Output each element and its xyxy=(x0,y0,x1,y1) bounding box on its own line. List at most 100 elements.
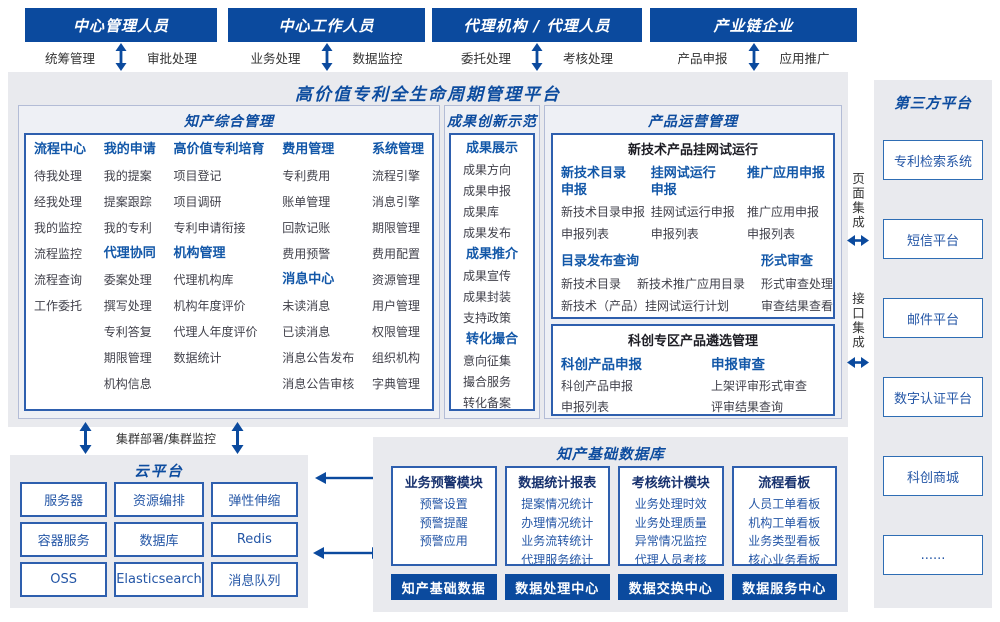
double-arrow-horizontal-icon xyxy=(847,234,869,247)
group-items: 人员工单看板机构工单看板业务类型看板核心业务看板 xyxy=(734,495,836,569)
third-party-panel: 第三方平台 专利检索系统短信平台邮件平台数字认证平台科创商城...... xyxy=(874,80,992,608)
module-box: 数据统计报表 提案情况统计办理情况统计业务流转统计代理服务统计 xyxy=(504,466,610,569)
module-item: 代理人员考核 xyxy=(634,552,707,567)
module-item: 审查结果查看 xyxy=(761,299,834,313)
column-trial-run: 挂网试运行申报 挂网试运行申报申报列表 xyxy=(651,165,747,245)
module-item: 成果封装 xyxy=(463,290,512,304)
module-item: 回款记账 xyxy=(282,221,331,235)
role-agencies: 代理机构 / 代理人员 委托处理 考核处理 xyxy=(432,8,642,72)
module-item: 人员工单看板 xyxy=(748,497,821,511)
module-box: 流程看板 人员工单看板机构工单看板业务类型看板核心业务看板 xyxy=(731,466,837,569)
arrow-left-icon xyxy=(315,471,395,485)
module-item: 项目调研 xyxy=(173,195,222,209)
module-item: 业务处理质量 xyxy=(634,515,707,530)
group-header: 目录发布查询 xyxy=(561,254,640,269)
third-party-list: 专利检索系统短信平台邮件平台数字认证平台科创商城...... xyxy=(874,140,992,575)
column-promotion: 推广应用申报 推广应用申报申报列表 xyxy=(747,165,825,245)
group-header: 成果展示 xyxy=(465,141,518,156)
third-party-title: 第三方平台 xyxy=(894,96,972,112)
module-item: 撮合服务 xyxy=(463,375,512,389)
module-item: 成果库 xyxy=(463,205,500,219)
module-item: 我的监控 xyxy=(34,221,83,235)
module-item: 核心业务看板 xyxy=(748,552,821,567)
cloud-service: Elasticsearch xyxy=(114,562,204,597)
module-box: 业务预警模块 预警设置预警提醒预警应用 xyxy=(391,466,497,566)
module-box: 考核统计模块 业务处理时效业务处理质量异常情况监控代理人员考核 xyxy=(618,466,724,567)
module-item: 新技术目录 xyxy=(561,277,622,291)
ip-columns: 流程中心 待我处理经我处理我的监控流程监控流程查询工作委托 我的申请 我的提案提… xyxy=(34,137,424,407)
double-arrow-vertical-icon xyxy=(531,43,543,71)
role-industry-chain: 产业链企业 产品申报 应用推广 xyxy=(650,8,857,72)
module-item: 费用预警 xyxy=(282,247,331,261)
module-item: 未读消息 xyxy=(282,299,331,313)
cloud-service: 数据库 xyxy=(114,522,204,557)
group-header: 流程看板 xyxy=(758,476,811,491)
role-center-managers: 中心管理人员 统筹管理 审批处理 xyxy=(25,8,217,72)
module-item: 我的专利 xyxy=(103,221,152,235)
achievement-column: 成果展示 成果方向成果申报成果库成果发布 成果推介 成果宣传成果封装支持政策 转… xyxy=(451,135,533,414)
group-items: 预警设置预警提醒预警应用 xyxy=(393,495,495,551)
role-function-label: 应用推广 xyxy=(779,50,830,66)
data-center-label: 数据服务中心 xyxy=(731,574,837,600)
third-party-system: 科创商城 xyxy=(883,456,983,496)
selection-columns: 科创产品申报 科创产品申报申报列表 申报审查 上架评审形式审查评审结果查询 xyxy=(561,354,825,418)
module-item: 科创产品申报 xyxy=(561,379,634,393)
achievement-modules-box: 成果展示 成果方向成果申报成果库成果发布 成果推介 成果宣传成果封装支持政策 转… xyxy=(449,133,535,411)
group-header: 推广应用申报 xyxy=(746,166,825,181)
data-center-label: 知产基础数据 xyxy=(391,574,497,600)
column-process-kanban: 流程看板 人员工单看板机构工单看板业务类型看板核心业务看板 数据服务中心 xyxy=(731,466,837,600)
group-header: 形式审查 xyxy=(761,254,814,269)
role-title-bar: 产业链企业 xyxy=(650,8,857,42)
group-header: 机构管理 xyxy=(173,246,226,261)
column-statistics-report: 数据统计报表 提案情况统计办理情况统计业务流转统计代理服务统计 数据处理中心 xyxy=(504,466,610,600)
role-functions: 委托处理 考核处理 xyxy=(432,42,642,72)
subbox-title: 科创专区产品遴选管理 xyxy=(627,334,758,349)
new-tech-trial-box: 新技术产品挂网试运行 新技术目录申报 新技术目录申报申报列表 挂网试运行申报 挂… xyxy=(551,133,835,319)
module-item: 专利答复 xyxy=(103,325,152,339)
module-item: 组织机构 xyxy=(371,351,420,365)
group-items: 挂网试运行申报申报列表 xyxy=(651,201,747,245)
group-header: 转化撮合 xyxy=(465,332,518,347)
module-item: 新技术（产品）挂网试运行计划 xyxy=(561,299,730,313)
group-header: 流程中心 xyxy=(34,142,87,157)
group-items: 我的提案提案跟踪我的专利 xyxy=(104,163,156,241)
column-patent-cultivation: 高价值专利培育 项目登记项目调研专利申请衔接 机构管理 代理机构库机构年度评价代… xyxy=(173,137,264,407)
group-items: 委案处理撰写处理专利答复期限管理机构信息 xyxy=(104,267,156,397)
group-items: 新技术目录申报申报列表 xyxy=(561,201,651,245)
module-item: 权限管理 xyxy=(371,325,420,339)
column-process-center: 流程中心 待我处理经我处理我的监控流程监控流程查询工作委托 xyxy=(34,137,86,407)
subbox-title: 新技术产品挂网试运行 xyxy=(627,143,758,158)
catalog-publish-query: 目录发布查询 新技术目录新技术推广应用目录 新技术（产品）挂网试运行计划 xyxy=(561,251,761,317)
group-header: 申报审查 xyxy=(711,357,765,373)
module-item: 推广应用申报 xyxy=(746,205,819,219)
api-integration-label: 接口集成 xyxy=(850,292,865,350)
group-header: 科创产品申报 xyxy=(561,357,642,373)
role-functions: 产品申报 应用推广 xyxy=(650,42,857,72)
ip-database-title: 知产基础数据库 xyxy=(556,447,665,463)
double-arrow-vertical-icon xyxy=(748,43,759,71)
catalog-line: 新技术目录新技术推广应用目录 xyxy=(561,273,761,295)
module-item: 资源管理 xyxy=(371,273,420,287)
column-sci-product-apply: 科创产品申报 科创产品申报申报列表 xyxy=(561,354,711,418)
module-item: 期限管理 xyxy=(103,351,152,365)
module-item: 机构信息 xyxy=(103,377,152,391)
double-arrow-vertical-icon xyxy=(321,43,332,71)
group-header: 业务预警模块 xyxy=(404,476,483,491)
section-title: 知产综合管理 xyxy=(184,114,274,130)
formal-review: 形式审查 形式审查处理审查结果查看 xyxy=(761,251,833,317)
module-item: 代理服务统计 xyxy=(521,552,594,567)
double-arrow-vertical-icon xyxy=(79,422,92,454)
cloud-service: 弹性伸缩 xyxy=(210,482,298,517)
group-items: 形式审查处理审查结果查看 xyxy=(761,273,833,317)
module-item: 机构年度评价 xyxy=(173,299,246,313)
group-items: 上架评审形式审查评审结果查询 xyxy=(711,376,825,418)
platform-title: 高价值专利全生命周期管理平台 xyxy=(295,85,561,105)
column-my-application: 我的申请 我的提案提案跟踪我的专利 代理协同 委案处理撰写处理专利答复期限管理机… xyxy=(104,137,156,407)
module-item: 机构工单看板 xyxy=(748,515,821,530)
module-item: 流程引擎 xyxy=(371,169,420,183)
trial-bottom-row: 目录发布查询 新技术目录新技术推广应用目录 新技术（产品）挂网试运行计划 形式审… xyxy=(561,251,833,317)
role-function-label: 委托处理 xyxy=(460,50,511,66)
page-integration-label: 页面集成 xyxy=(850,172,865,230)
group-items: 提案情况统计办理情况统计业务流转统计代理服务统计 xyxy=(507,495,609,569)
